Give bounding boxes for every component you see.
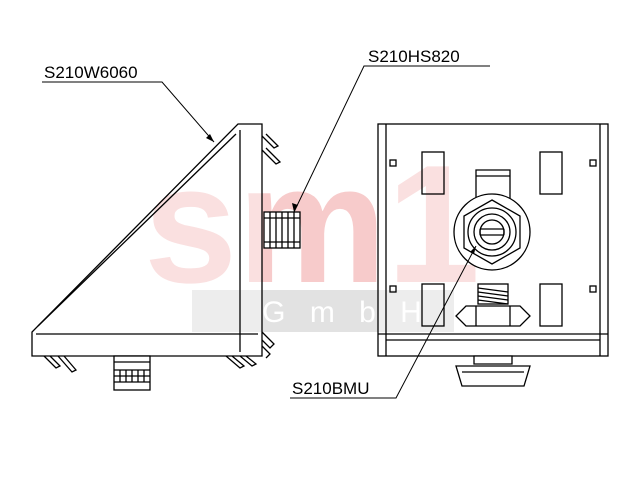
watermark-logo: sm1 [144, 130, 480, 318]
arrow-bolt-mount [470, 246, 476, 254]
label-corner-bracket: S210W6060 [44, 63, 138, 82]
right-hammer-nut [263, 211, 301, 249]
watermark: sm1 G m b H [144, 130, 480, 332]
bottom-hammer-nut [113, 355, 151, 391]
leader-bolt-mount [290, 245, 477, 399]
watermark-band [192, 290, 454, 332]
label-hammer-nut-screw: S210HS820 [368, 47, 460, 66]
leader-lines [42, 65, 490, 399]
leader-hammer-nut-screw [293, 65, 490, 213]
corner-bracket-front-view [377, 123, 609, 387]
arrow-corner-bracket [206, 134, 214, 142]
bracket-right-pins [261, 133, 282, 359]
central-nut [453, 193, 531, 271]
front-slots [421, 151, 563, 327]
watermark-subtitle: G m b H [262, 296, 430, 329]
arrow-hammer-nut-screw [292, 203, 298, 212]
bracket-bottom-pins [43, 355, 258, 373]
corner-bracket-side-view [31, 123, 301, 391]
lower-thread [477, 283, 509, 305]
label-bolt-mount: S210BMU [292, 379, 369, 398]
leader-corner-bracket [42, 81, 215, 143]
